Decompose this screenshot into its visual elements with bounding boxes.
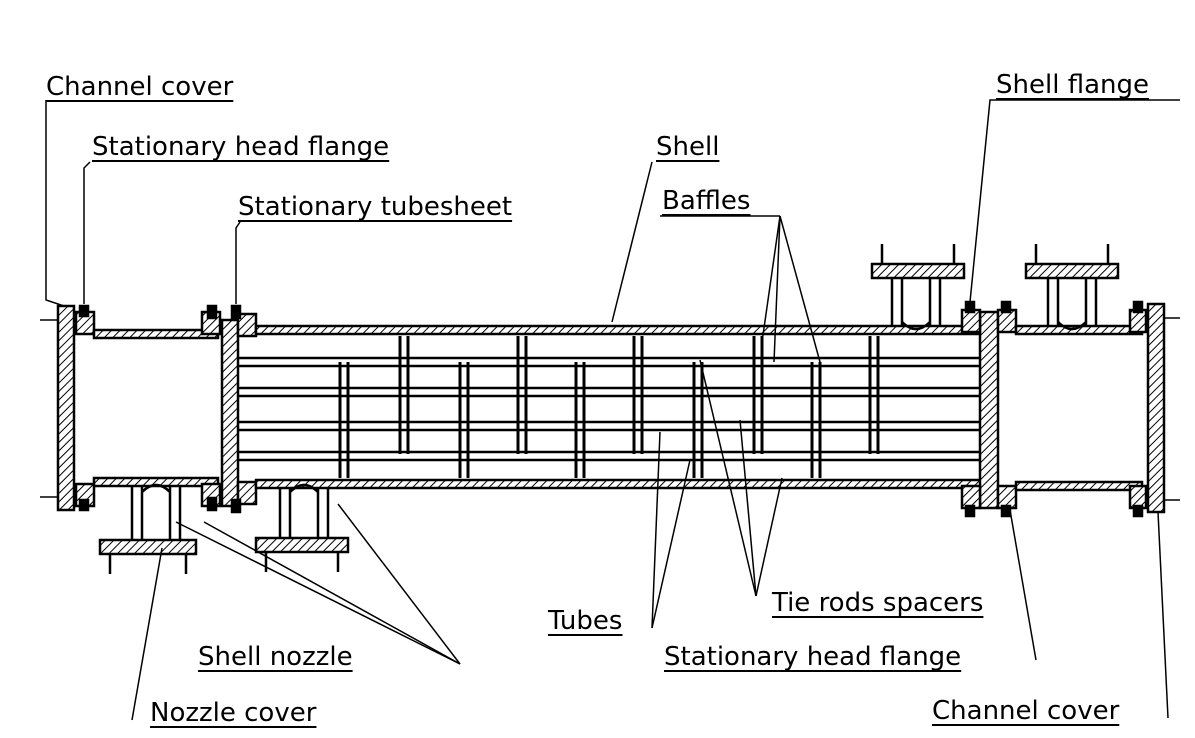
left-shell-nozzle: [254, 483, 350, 572]
label-tubes: Tubes: [548, 606, 623, 636]
left-channel-nozzle: [98, 483, 198, 574]
label-shell-nozzle: Shell nozzle: [198, 642, 353, 672]
label-stationary-head-flange-left: Stationary head flange: [92, 132, 390, 162]
left-channel-cover-plate: [56, 304, 76, 512]
label-channel-cover-right: Channel cover: [932, 696, 1120, 726]
label-channel-cover-left: Channel cover: [46, 72, 234, 102]
label-shell: Shell: [656, 132, 720, 162]
stationary-tubesheet-left: [220, 304, 258, 514]
label-tie-rods-spacers: Tie rods spacers: [772, 588, 984, 618]
baffles: [338, 336, 880, 478]
label-stationary-tubesheet: Stationary tubesheet: [238, 192, 513, 222]
right-tubesheet: [960, 300, 1018, 518]
label-stationary-head-flange-right: Stationary head flange: [664, 642, 962, 672]
right-shell-nozzle: [870, 244, 966, 331]
label-nozzle-cover: Nozzle cover: [150, 698, 317, 728]
leader-lines: [45, 99, 1180, 721]
label-shell-flange: Shell flange: [996, 70, 1149, 100]
center-lines: [40, 317, 1180, 501]
tube-bundle: [238, 356, 986, 462]
right-channel-cover-plate: [1146, 302, 1166, 514]
right-channel-nozzle: [1024, 244, 1120, 331]
left-channel: [56, 304, 222, 512]
right-channel: [1014, 300, 1166, 518]
label-baffles: Baffles: [662, 186, 751, 216]
